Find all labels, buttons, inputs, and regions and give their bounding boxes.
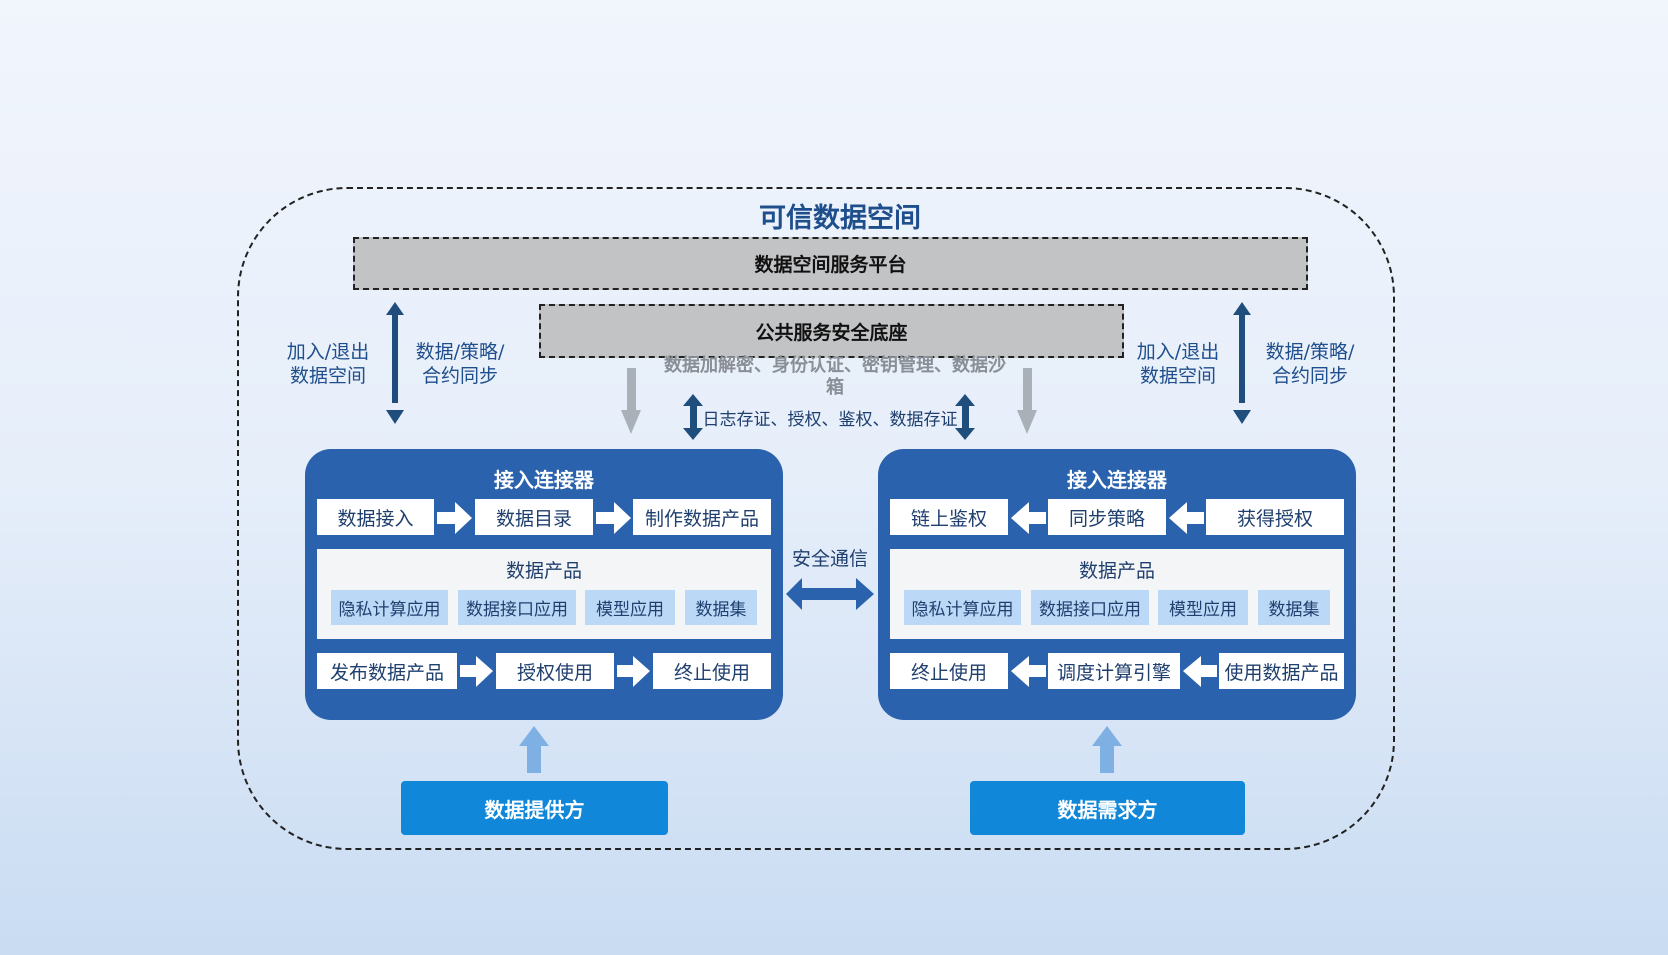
provider-bottom-arrow-1 [460,656,493,687]
provider-step-data-catalog: 数据目录 [475,499,593,535]
consumer-connector-title: 接入连接器 [1067,468,1167,492]
provider-step-authorize: 授权使用 [496,653,614,689]
consumer-product-dataset: 数据集 [1258,590,1330,625]
consumer-bottom-arrow-1 [1011,656,1046,687]
consumer-product-data-api: 数据接口应用 [1031,590,1149,625]
left-gray-down-arrow [621,368,641,434]
provider-product-data-api: 数据接口应用 [458,590,576,625]
consumer-step-terminate: 终止使用 [890,653,1008,689]
data-consumer: 数据需求方 [970,781,1245,835]
right-log-double-arrow [955,394,975,440]
provider-connector-title: 接入连接器 [494,468,594,492]
provider-bottom-arrow-2 [617,656,650,687]
consumer-step-sync-policy: 同步策略 [1048,499,1166,535]
provider-step-make-product: 制作数据产品 [633,499,771,535]
data-space-service-platform: 数据空间服务平台 [353,237,1308,290]
provider-step-terminate: 终止使用 [653,653,771,689]
right-sync-text: 数据/策略/ 合约同步 [1265,341,1355,387]
provider-top-arrow-2 [596,502,631,534]
left-log-double-arrow [683,394,703,440]
security-features-text: 数据加解密、身份认证、密钥管理、数据沙 箱 [664,355,1006,398]
provider-step-data-ingest: 数据接入 [317,499,434,535]
data-provider: 数据提供方 [401,781,668,835]
provider-product-model: 模型应用 [585,590,675,625]
consumer-up-arrow [1092,726,1122,773]
consumer-step-obtain-authorization: 获得授权 [1206,499,1344,535]
diagram-title: 可信数据空间 [759,203,921,234]
log-features-text: 日志存证、授权、鉴权、数据存证 [702,410,958,430]
left-sync-text: 数据/策略/ 合约同步 [415,341,505,387]
provider-top-arrow-1 [437,502,472,534]
consumer-product-privacy-computing: 隐私计算应用 [904,590,1021,625]
consumer-step-use-product: 使用数据产品 [1219,653,1344,689]
provider-product-privacy-computing: 隐私计算应用 [331,590,448,625]
secure-communication-arrow [786,578,874,610]
right-platform-double-arrow [1233,302,1251,424]
left-platform-double-arrow [386,302,404,424]
secure-communication-label: 安全通信 [791,548,868,570]
provider-up-arrow [519,726,549,773]
provider-step-publish: 发布数据产品 [317,653,457,689]
consumer-product-model: 模型应用 [1158,590,1248,625]
consumer-step-schedule-engine: 调度计算引擎 [1048,653,1180,689]
provider-product-dataset: 数据集 [685,590,757,625]
consumer-product-title: 数据产品 [1078,560,1155,582]
right-gray-down-arrow [1017,368,1037,434]
right-join-exit-text: 加入/退出 数据空间 [1136,341,1220,387]
consumer-bottom-arrow-2 [1183,656,1217,687]
left-join-exit-text: 加入/退出 数据空间 [286,341,370,387]
consumer-step-chain-auth: 链上鉴权 [890,499,1008,535]
provider-product-title: 数据产品 [505,560,582,582]
consumer-top-arrow-1 [1011,502,1046,534]
public-service-security-base: 公共服务安全底座 [539,304,1124,358]
consumer-top-arrow-2 [1169,502,1204,534]
trusted-data-space-boundary [237,187,1395,850]
